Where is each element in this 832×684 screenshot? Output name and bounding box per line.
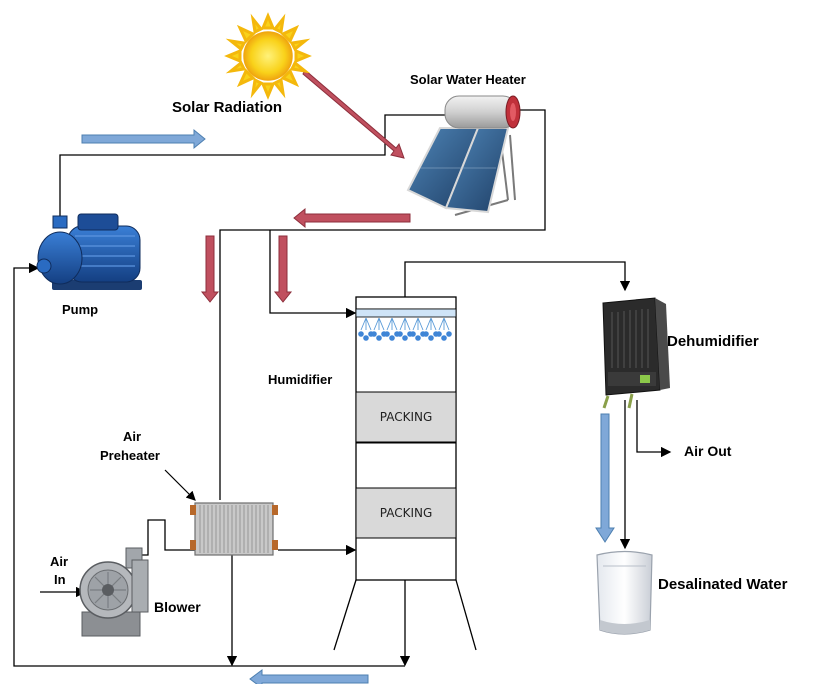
label-air-preheater-line1: Air	[123, 429, 141, 444]
label-solar-water-heater: Solar Water Heater	[410, 72, 526, 87]
cold-flow-arrow-top	[81, 128, 206, 150]
packing-upper-label: PACKING	[380, 410, 433, 424]
label-air-out: Air Out	[684, 443, 732, 459]
label-dehumidifier: Dehumidifier	[667, 333, 759, 350]
label-pump: Pump	[62, 302, 98, 317]
flow-arrows	[81, 69, 615, 684]
pipe-humidifier-to-dehumidifier	[404, 261, 631, 297]
label-desalinated-water: Desalinated Water	[658, 576, 788, 593]
label-air-in-line1: Air	[50, 554, 68, 569]
packing-lower-label: PACKING	[380, 506, 433, 520]
pipe-return-to-pump	[13, 262, 405, 667]
label-blower: Blower	[154, 599, 201, 615]
spray-nozzle-icon	[358, 317, 452, 341]
blower-icon	[79, 547, 149, 637]
dehumidifier-icon	[602, 297, 670, 409]
pipe-pump-to-heater	[59, 114, 445, 218]
pipe-blower-to-preheater	[140, 519, 195, 556]
pipe-to-humidifier	[269, 230, 357, 319]
sun-icon	[224, 12, 312, 100]
water-container-icon	[596, 550, 653, 635]
text-labels: Solar Radiation Solar Water Heater Pump …	[50, 72, 788, 615]
cold-flow-arrow-bottom	[249, 669, 369, 684]
label-humidifier: Humidifier	[268, 372, 332, 387]
cold-flow-arrow-water	[595, 413, 615, 543]
hot-flow-arrow-down-1	[200, 235, 220, 303]
hot-flow-arrow-return	[293, 207, 411, 229]
preheater-pointer	[164, 469, 196, 501]
pipe-air-out	[636, 400, 672, 458]
solar-water-heater-icon	[406, 95, 521, 216]
pump-icon	[36, 213, 142, 290]
pipes	[13, 109, 672, 667]
packing-lower: PACKING	[355, 487, 457, 539]
hot-flow-arrow-down-2	[273, 235, 293, 303]
packing-upper: PACKING	[355, 391, 457, 443]
label-air-preheater-line2: Preheater	[100, 448, 160, 463]
label-air-in-line2: In	[54, 572, 66, 587]
hot-flow-arrow-sun	[302, 69, 405, 159]
air-preheater-icon	[190, 502, 278, 556]
label-solar-radiation: Solar Radiation	[172, 99, 282, 116]
pipe-heater-outlet	[219, 109, 546, 500]
